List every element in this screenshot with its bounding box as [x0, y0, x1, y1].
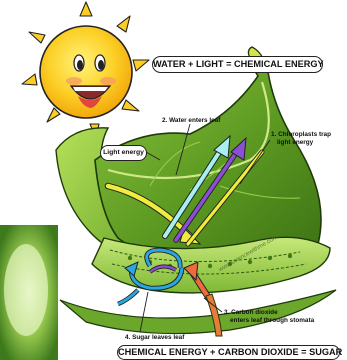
carbon-dioxide-label-line1: 3. Carbon dioxide [224, 309, 314, 317]
chloroplasts-label-line1: 1. Chloroplasts trap [271, 131, 331, 139]
carbon-dioxide-label: 3. Carbon dioxide enters leaf through st… [224, 309, 314, 324]
sugar-exit-arrow [118, 290, 138, 304]
sugar-label: 4. Sugar leaves leaf [125, 334, 184, 342]
equation-bottom: CHEMICAL ENERGY + CARBON DIOXIDE = SUGAR [117, 345, 340, 360]
chloroplasts-label-line2: light energy [271, 139, 331, 147]
background-leaf-photo [0, 225, 58, 360]
chloroplasts-label: 1. Chloroplasts trap light energy [271, 131, 331, 146]
sun-icon [40, 26, 132, 118]
equation-top: WATER + LIGHT = CHEMICAL ENERGY [152, 56, 323, 73]
carbon-dioxide-label-line2: enters leaf through stomata [224, 317, 314, 325]
light-energy-label: Light energy [100, 145, 147, 161]
water-label: 2. Water enters leaf [162, 117, 220, 125]
